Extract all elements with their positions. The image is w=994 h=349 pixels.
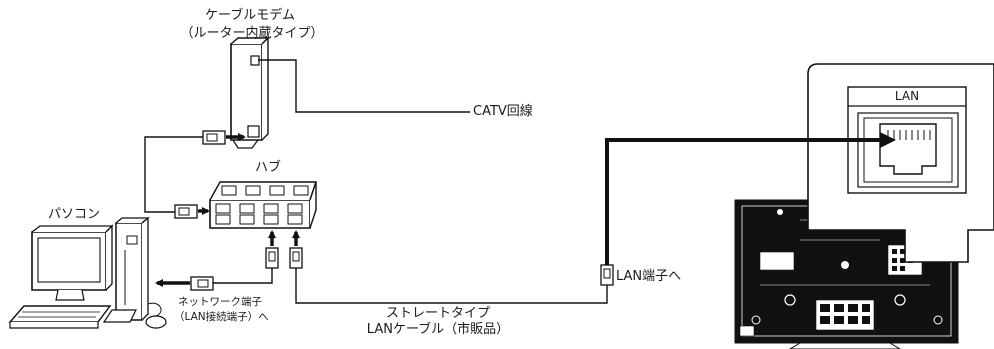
hub-label: ハブ <box>255 160 282 175</box>
modem-connector <box>202 130 246 145</box>
tv-lan-label: LAN <box>894 89 920 103</box>
network-port-label-line2: （LAN接続端子）へ <box>174 311 269 323</box>
hub <box>209 181 317 229</box>
cable-modem <box>230 36 270 149</box>
cable-modem-label: ケーブルモデム <box>205 8 295 24</box>
tv-connector <box>600 264 614 286</box>
catv-line <box>258 59 470 113</box>
hub-bottom-connector-tv <box>289 230 303 269</box>
hub-bottom-connector-pc <box>265 230 279 269</box>
hub-pc-cable <box>212 268 273 284</box>
hub-left-connector <box>174 204 210 219</box>
straight-lan-cable <box>295 268 608 304</box>
tv-lan-cable <box>605 138 885 265</box>
cable-label-line2: LANケーブル（市販品） <box>366 322 510 337</box>
cable-label-line1: ストレートタイプ <box>385 306 490 321</box>
hub-ports <box>215 185 309 225</box>
pc-label: パソコン <box>48 207 101 222</box>
cable-modem-sublabel: （ルーター内蔵タイプ） <box>172 26 332 42</box>
cable-modem-label-line1: ケーブルモデム <box>205 8 295 23</box>
tv-back <box>734 199 959 349</box>
lan-port-label: LAN端子へ <box>616 269 682 284</box>
pc-connector <box>155 276 214 291</box>
cable-modem-label-line2: （ルーター内蔵タイプ） <box>180 26 324 41</box>
pc <box>8 216 167 329</box>
modem-hub-cable <box>144 136 204 213</box>
network-port-label-line1: ネットワーク端子 <box>178 296 262 308</box>
lan-zoom-callout <box>807 63 994 263</box>
catv-label: CATV回線 <box>473 104 533 119</box>
